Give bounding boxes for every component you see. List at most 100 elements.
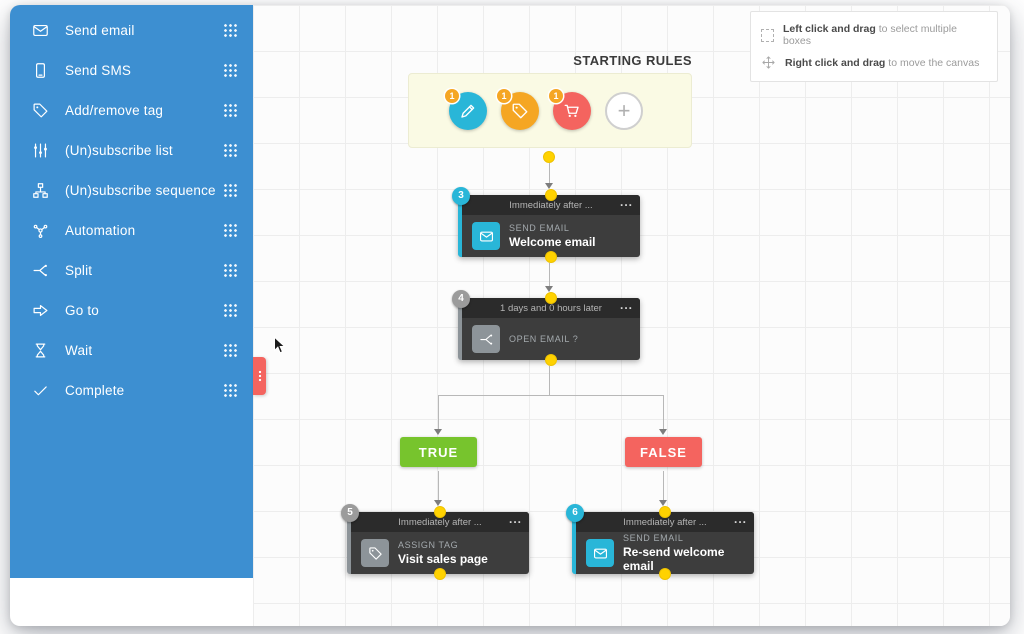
workflow-canvas[interactable]: Left click and drag to select multiple b… [253,5,1010,626]
node-header: Immediately after ... ... [351,512,529,532]
connector-line [549,263,550,286]
sidebar-item-send-email[interactable]: Send email [10,10,253,50]
node-resend-welcome-email[interactable]: 6 Immediately after ... ... SEND EMAIL R… [566,504,754,580]
connector-dot[interactable] [545,354,557,366]
node-header: 1 days and 0 hours later ... [462,298,640,318]
node-type-label: SEND EMAIL [509,223,570,233]
node-body: SEND EMAIL Re-send welcome email [576,532,754,574]
node-body: SEND EMAIL Welcome email [462,215,640,257]
email-icon [472,222,500,250]
sidebar-item-complete[interactable]: Complete [10,370,253,410]
sidebar-item-split[interactable]: Split [10,250,253,290]
legend-row: Left click and drag to select multiple b… [761,19,987,51]
node-body: OPEN EMAIL ? [462,318,640,360]
node-type-label: ASSIGN TAG [398,540,459,550]
drag-handle-icon[interactable] [223,63,237,77]
sidebar-item-label: (Un)subscribe sequence [65,182,216,198]
arrow-down-icon [434,500,442,506]
sidebar-item-unsubscribe-list[interactable]: (Un)subscribe list [10,130,253,170]
node-header: Immediately after ... ... [576,512,754,532]
sidebar-item-unsubscribe-sequence[interactable]: (Un)subscribe sequence [10,170,253,210]
node-title: Visit sales page [398,552,488,566]
arrow-down-icon [545,286,553,292]
legend-text: to move the canvas [888,56,980,69]
arrow-down-icon [659,500,667,506]
node-body: ASSIGN TAG Visit sales page [351,532,529,574]
connector-line [438,395,439,429]
sidebar-item-label: Send email [65,22,135,38]
canvas-help-legend: Left click and drag to select multiple b… [750,11,998,82]
sidebar-item-label: Split [65,262,93,278]
connector-dot[interactable] [545,292,557,304]
split-icon [33,264,47,276]
tag-icon [512,103,528,118]
drag-handle-icon[interactable] [223,103,237,117]
drag-handle-icon[interactable] [223,383,237,397]
sidebar-item-label: Complete [65,382,125,398]
trigger-count-badge: 1 [497,88,511,103]
legend-bold-text: Left click and drag [783,23,876,35]
tag-trigger-button[interactable]: 1 [497,88,539,130]
add-trigger-button[interactable]: + [605,91,643,130]
node-welcome-email[interactable]: 3 Immediately after ... ... SEND EMAIL W… [452,187,640,263]
connector-dot[interactable] [434,506,446,518]
sidebar-item-label: Automation [65,222,136,238]
connector-dot[interactable] [659,568,671,580]
email-icon [33,24,48,36]
sidebar-collapse-handle[interactable] [253,357,266,395]
selection-box-icon [761,28,774,42]
branch-false-button[interactable]: FALSE [625,437,702,467]
actions-sidebar: Send email Send SMS Add/remove tag (Un)s… [10,5,253,578]
node-title: Re-send welcome email [623,545,725,573]
connector-dot[interactable] [545,189,557,201]
automation-icon [33,224,48,238]
purchase-trigger-button[interactable]: 1 [549,88,591,130]
node-open-email-condition[interactable]: 4 1 days and 0 hours later ... OPEN EMAI… [452,290,640,366]
legend-text: to select multiple boxes [783,23,957,47]
connector-line [549,163,550,183]
node-assign-tag[interactable]: 5 Immediately after ... ... ASSIGN TAG V… [341,504,529,580]
connector-dot[interactable] [545,251,557,263]
cart-icon [564,104,579,117]
node-order-badge: 4 [452,290,470,308]
drag-handle-icon[interactable] [223,303,237,317]
node-timing-label: Immediately after ... [398,516,482,528]
node-order-badge: 3 [452,187,470,205]
connector-dot[interactable] [434,568,446,580]
node-order-badge: 6 [566,504,584,522]
sidebar-item-label: Send SMS [65,62,132,78]
drag-handle-icon[interactable] [223,343,237,357]
sidebar-item-send-sms[interactable]: Send SMS [10,50,253,90]
split-icon [472,325,500,353]
form-trigger-button[interactable]: 1 [445,88,487,130]
drag-handle-icon[interactable] [223,23,237,37]
drag-handle-icon[interactable] [223,263,237,277]
sidebar-item-go-to[interactable]: Go to [10,290,253,330]
drag-handle-icon[interactable] [223,183,237,197]
drag-handle-icon[interactable] [223,143,237,157]
checkmark-icon [34,385,47,395]
connector-dot[interactable] [543,151,555,163]
node-type-label: OPEN EMAIL ? [509,334,579,344]
trigger-count-badge: 1 [549,88,563,103]
trigger-count-badge: 1 [445,88,459,103]
sidebar-item-wait[interactable]: Wait [10,330,253,370]
pencil-icon [461,104,475,118]
starting-rules-title: STARTING RULES [573,53,692,68]
node-menu-button[interactable]: ... [619,195,633,209]
connector-line [549,366,550,395]
sidebar-item-add-remove-tag[interactable]: Add/remove tag [10,90,253,130]
sidebar-item-label: Go to [65,302,100,318]
branch-true-button[interactable]: TRUE [400,437,477,467]
sidebar-item-automation[interactable]: Automation [10,210,253,250]
arrow-down-icon [434,429,442,435]
node-menu-button[interactable]: ... [733,512,747,526]
node-menu-button[interactable]: ... [508,512,522,526]
hierarchy-icon [33,182,48,198]
drag-handle-icon[interactable] [223,223,237,237]
sidebar-item-label: (Un)subscribe list [65,142,173,158]
node-menu-button[interactable]: ... [619,298,633,312]
connector-dot[interactable] [659,506,671,518]
hourglass-icon [35,343,46,357]
branch-line [438,395,663,396]
